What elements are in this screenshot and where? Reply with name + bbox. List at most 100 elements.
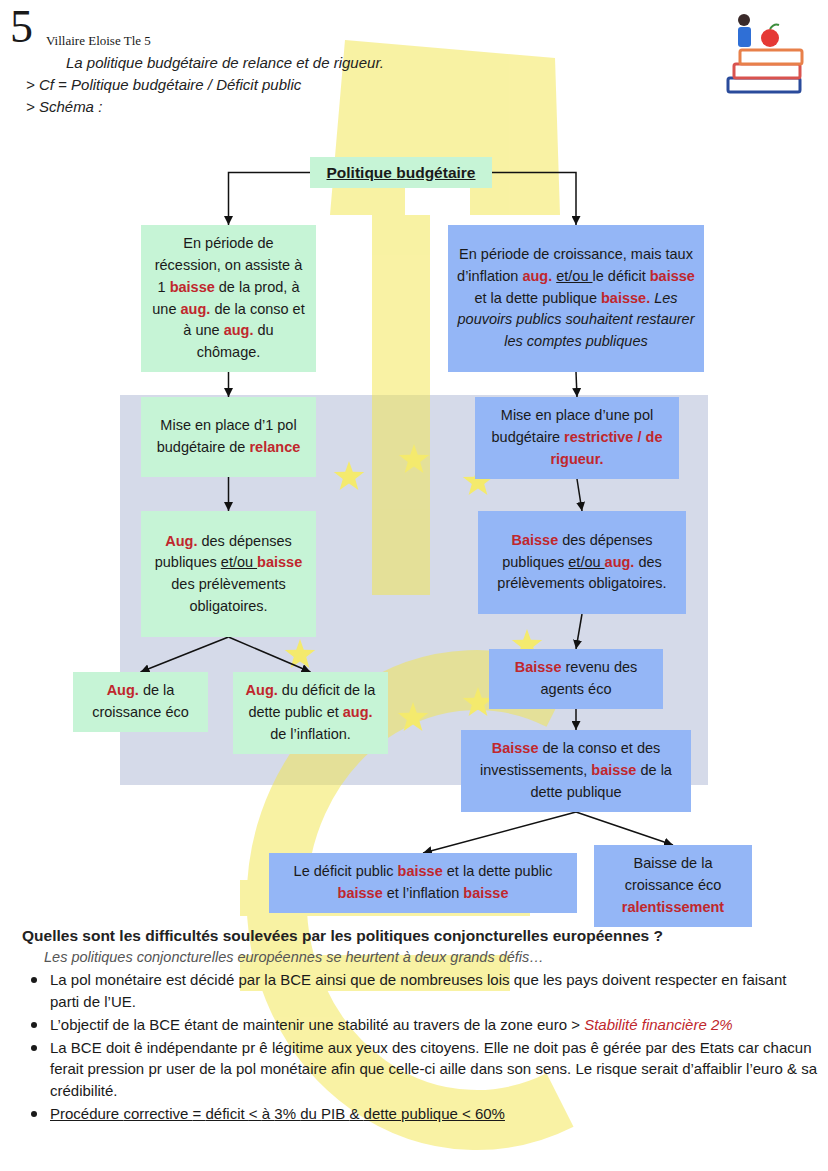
flow-arrow <box>229 173 311 226</box>
text-run: la <box>235 301 250 317</box>
text-run: l’euro <box>746 1060 787 1077</box>
text-run: décidé <box>190 971 238 988</box>
text-run: baisse <box>170 279 219 295</box>
text-run: travers <box>414 1016 464 1033</box>
text-run: politiques <box>356 927 434 944</box>
text-run: restaurer <box>636 311 694 327</box>
box-text: Mise en place d’1 pol budgétaire de rela… <box>150 415 307 459</box>
text-run: à <box>403 949 415 965</box>
note-text: > Schéma : <box>26 98 102 115</box>
box-text: Baisse revenu des agents éco <box>498 657 654 701</box>
text-run: et/ou <box>221 554 257 570</box>
text-run: est <box>166 971 190 988</box>
text-run: 2% <box>711 1016 733 1033</box>
text-run: des <box>638 554 661 570</box>
flow-arrow <box>141 637 229 672</box>
text-run: monétaire <box>260 1060 331 1077</box>
text-run: budgétaire <box>492 429 565 445</box>
text-run: déficit <box>314 863 356 879</box>
text-run: baisse <box>338 885 387 901</box>
page-title: La politique budgétaire de relance et de… <box>66 54 384 71</box>
text-run: de <box>258 235 274 251</box>
text-run: public <box>515 863 553 879</box>
text-run: citoyens. <box>420 1039 483 1056</box>
text-run: corrective <box>123 1105 192 1122</box>
process-box: Baisse des dépenses publiques et/ou aug.… <box>478 511 686 614</box>
text-run: pr <box>242 1039 260 1056</box>
text-run: difficultés <box>145 927 223 944</box>
text-run: public <box>356 863 398 879</box>
text-run: de <box>229 439 249 455</box>
text-run: baisse <box>257 554 302 570</box>
box-text: Baisse de la croissance éco ralentisseme… <box>603 853 743 918</box>
text-run: Politique <box>327 164 397 181</box>
text-run: par <box>302 927 330 944</box>
text-run: > <box>26 98 39 115</box>
text-run: publique <box>542 290 601 306</box>
text-run: dépenses <box>590 532 653 548</box>
text-run: < <box>249 1105 262 1122</box>
text-run: = <box>193 1105 206 1122</box>
text-run: Tle <box>124 33 145 48</box>
text-run: période <box>481 246 533 262</box>
text-run: de <box>379 971 400 988</box>
text-run: baisse <box>650 268 695 284</box>
text-run: respecter <box>655 971 722 988</box>
text-run: étant <box>184 1016 222 1033</box>
text-run: public <box>262 76 301 93</box>
text-run: = <box>58 76 71 93</box>
text-run: pr <box>148 1060 166 1077</box>
text-run: de <box>543 740 563 756</box>
text-run: ê <box>134 1039 147 1056</box>
text-run: maintenir <box>243 1016 309 1033</box>
text-run: éco <box>165 704 188 720</box>
box-text: Baisse de la conso et des investissement… <box>470 738 682 803</box>
text-run: européennes <box>553 927 654 944</box>
text-run: publique <box>567 784 622 800</box>
text-run: de <box>214 301 234 317</box>
text-run: dette <box>248 704 284 720</box>
box-text: Aug. des dépenses publiques et/ou baisse… <box>150 531 307 618</box>
text-run: la <box>661 762 672 778</box>
text-run: de <box>464 1016 485 1033</box>
text-run: yeux <box>356 1039 392 1056</box>
text-run: mais <box>631 246 666 262</box>
process-box: Baisse revenu des agents éco <box>489 649 663 709</box>
text-run: Baisse <box>633 855 681 871</box>
text-run: dépenses <box>229 533 292 549</box>
page-number: 5 <box>10 4 33 50</box>
text-run: / <box>208 76 216 93</box>
text-run: et/ou <box>556 268 592 284</box>
text-run: et <box>621 740 637 756</box>
text-run: dette <box>364 1105 402 1122</box>
process-box: En période de croissance, mais taux d’in… <box>448 225 704 372</box>
text-run: faisant <box>742 971 786 988</box>
text-run: restrictive <box>564 429 637 445</box>
text-run: pouvoirs <box>458 311 517 327</box>
text-run: baisse <box>398 863 447 879</box>
text-run: une <box>195 322 223 338</box>
text-run: l’inflation <box>403 885 463 901</box>
text-run: d’une <box>594 407 634 423</box>
text-run: PIB <box>321 1105 349 1122</box>
text-run: du <box>258 322 274 338</box>
text-run: éco <box>588 681 611 697</box>
text-run: prélèvements <box>199 576 286 592</box>
girl-body <box>738 27 751 47</box>
text-run: que <box>359 1060 388 1077</box>
text-run: croissance <box>625 877 698 893</box>
text-run: baisse. <box>601 290 654 306</box>
text-run: la <box>133 1016 149 1033</box>
text-run: conso <box>250 301 293 317</box>
girl-head <box>738 14 750 26</box>
text-run: rigueur. <box>550 451 603 467</box>
box-text: Mise en place d’une pol budgétaire restr… <box>484 405 670 470</box>
process-box: Mise en place d’une pol budgétaire restr… <box>475 397 679 479</box>
text-run: des <box>637 740 660 756</box>
text-run: Aug. <box>246 682 282 698</box>
text-run: la <box>364 682 375 698</box>
text-run: taux <box>665 246 692 262</box>
text-run: à <box>183 322 195 338</box>
text-run: pression <box>88 1060 149 1077</box>
text-run: de <box>222 1016 243 1033</box>
